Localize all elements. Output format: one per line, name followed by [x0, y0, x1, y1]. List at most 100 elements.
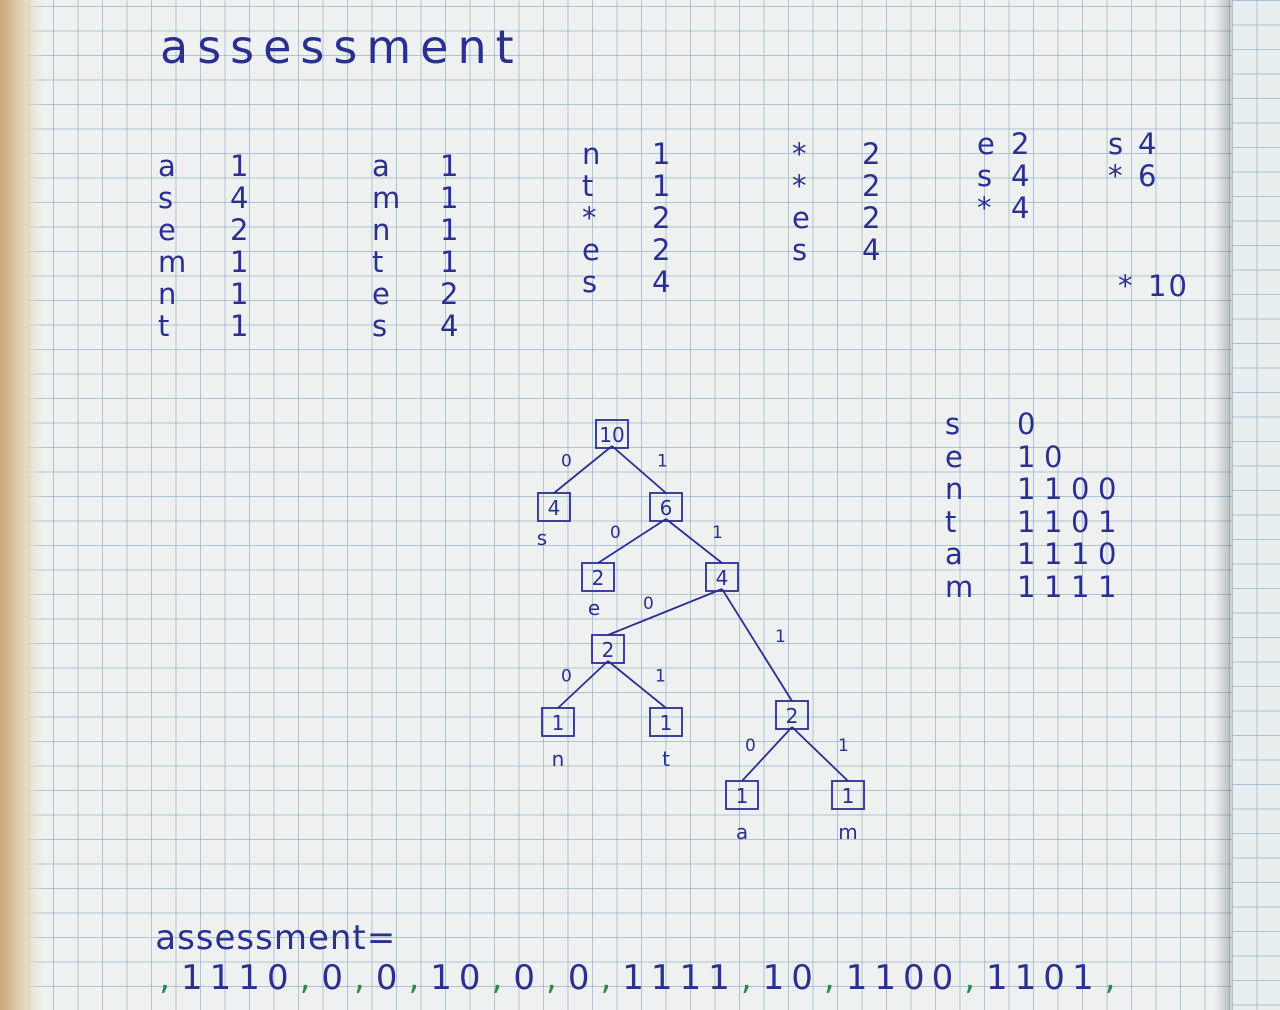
count: 1	[230, 149, 251, 183]
encoded-group: 0	[567, 958, 597, 998]
tree-node-value: 10	[599, 423, 624, 447]
leaf-label: m	[838, 820, 857, 844]
tree-node-value: 1	[660, 711, 673, 735]
frequency-row: *4	[977, 192, 1031, 224]
code-bit: 0	[1098, 537, 1119, 571]
group-separator: ,	[408, 958, 427, 998]
count: 4	[230, 181, 251, 215]
count: 6	[1138, 159, 1159, 193]
symbol: s	[977, 159, 995, 193]
encoded-group: 1111	[622, 958, 737, 998]
code-symbol: s	[945, 407, 963, 441]
encoded-group: 10	[430, 958, 488, 998]
tree-node-box	[649, 707, 683, 737]
edge-label: 1	[657, 452, 668, 472]
count: 2	[230, 213, 251, 247]
symbol: a	[158, 149, 178, 183]
code-bit: 0	[1098, 472, 1119, 506]
group-separator: ,	[299, 958, 318, 998]
tree-edge	[607, 660, 667, 709]
tree-node-box	[595, 419, 629, 449]
symbol: *	[1108, 159, 1125, 193]
encoded-group: 10	[762, 958, 820, 998]
symbol: s	[1108, 127, 1126, 161]
tree-node-value: 1	[842, 784, 855, 808]
leaf-label: t	[662, 747, 670, 771]
count: 1	[652, 137, 673, 171]
tree-node-box	[775, 700, 809, 730]
code-bit: 1	[1017, 439, 1038, 474]
leaf-label: e	[588, 596, 600, 620]
frequency-row: *2	[792, 170, 882, 202]
frequency-row: *2	[582, 202, 672, 234]
page-title: assessment	[160, 20, 523, 74]
symbol: *	[977, 191, 994, 225]
group-separator: ,	[823, 958, 842, 998]
count: 4	[862, 233, 883, 267]
code-bit: 1	[1044, 537, 1065, 571]
leaf-label: a	[736, 820, 748, 844]
code-bit: 0	[1044, 439, 1065, 474]
group-separator: ,	[159, 958, 178, 998]
frequency-table-7: *10	[1118, 270, 1189, 302]
encoded-group: 1110	[181, 958, 296, 998]
tree-node-value: 2	[786, 704, 799, 728]
tree-node-value: 4	[548, 496, 561, 520]
symbol: t	[372, 245, 386, 279]
tree-node-value: 1	[736, 784, 749, 808]
tree-node-box	[725, 780, 759, 810]
tree-edge	[791, 726, 849, 782]
encoded-group: 0	[321, 958, 351, 998]
count: 4	[440, 309, 461, 343]
symbol: *	[1118, 269, 1135, 303]
page-left-edge	[0, 0, 42, 1010]
encoded-bits: ,1110,0,0,10,0,0,1111,10,1100,1101,	[155, 958, 1126, 998]
group-separator: ,	[491, 958, 510, 998]
edge-label: 0	[745, 736, 756, 756]
frequency-row: *10	[1118, 270, 1189, 302]
frequency-row: *2	[792, 138, 882, 170]
symbol: s	[372, 309, 390, 343]
tree-node-box	[591, 634, 625, 664]
leaf-label: n	[552, 747, 565, 771]
tree-node-value: 6	[660, 496, 673, 520]
tree-edge	[607, 588, 723, 636]
code-symbol: a	[945, 537, 965, 571]
tree-edge	[557, 660, 609, 709]
symbol: m	[372, 181, 403, 215]
tree-node-box	[541, 707, 575, 737]
tree-edge	[597, 518, 667, 564]
count: 2	[862, 201, 883, 235]
symbol: *	[792, 137, 809, 171]
encoded-group: 1101	[986, 958, 1101, 998]
code-symbol: e	[945, 439, 965, 474]
symbol: e	[372, 277, 392, 311]
tree-node-value: 4	[716, 566, 729, 590]
symbol: *	[792, 169, 809, 203]
count: 2	[1011, 127, 1032, 161]
edge-label: 0	[610, 523, 621, 543]
symbol: e	[792, 201, 812, 235]
symbol: n	[582, 137, 603, 171]
symbol: n	[372, 213, 393, 247]
code-bit: 1	[1071, 569, 1092, 604]
